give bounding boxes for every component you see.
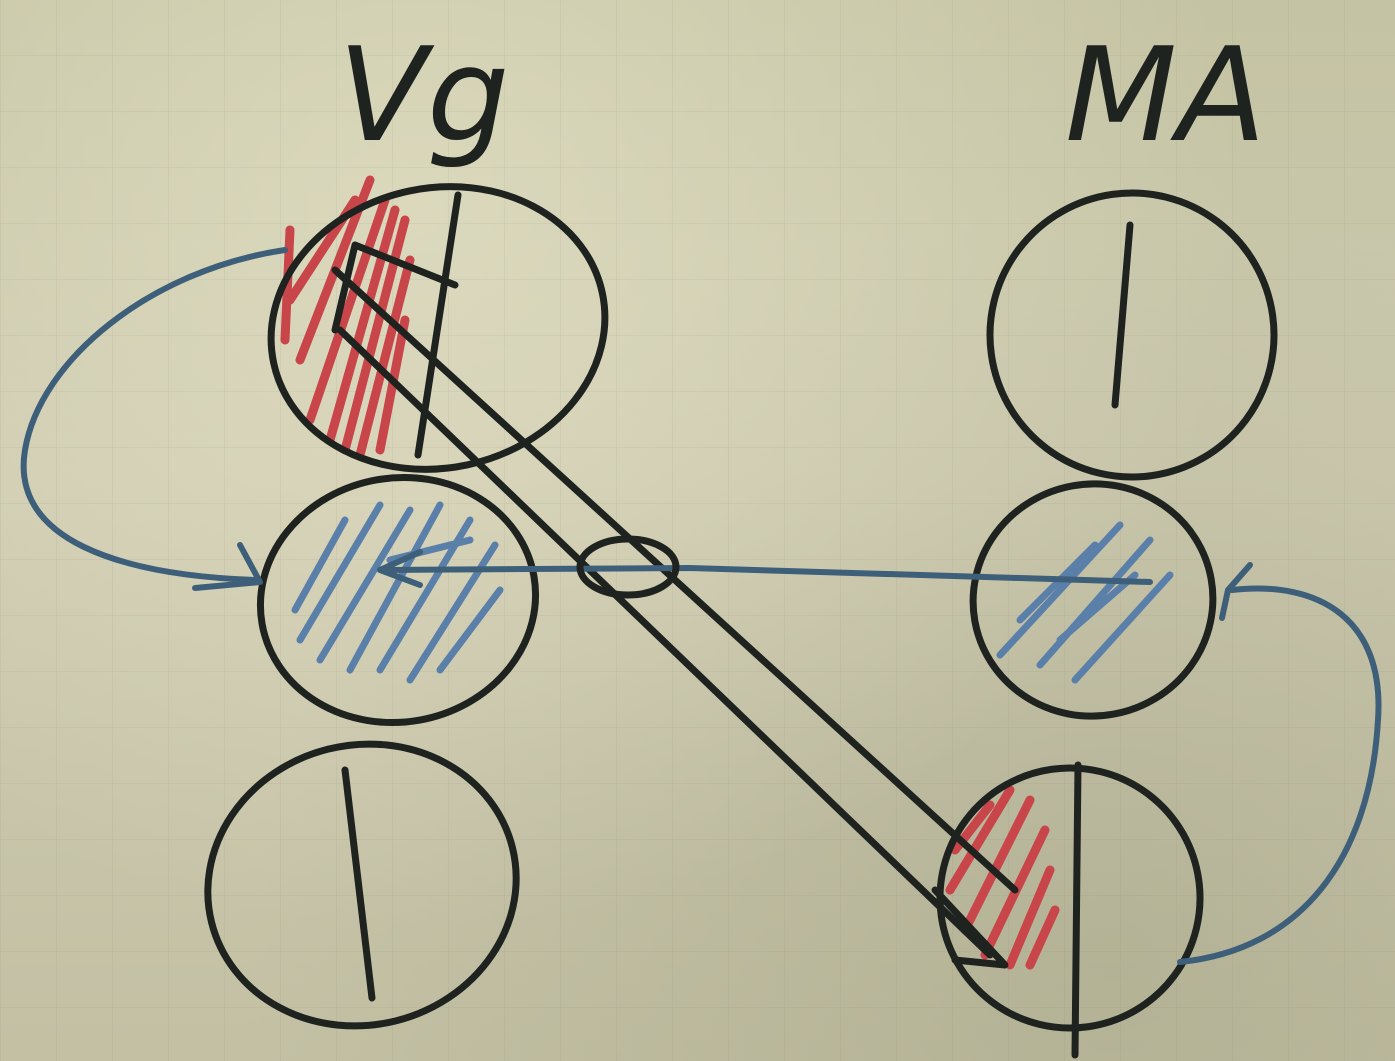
right-top-divider [1111, 221, 1134, 409]
right-middle-node [969, 480, 1217, 720]
arrowhead-bottom-right [931, 886, 1009, 969]
right-middle-blue-hatch [996, 521, 1174, 684]
arrowhead-top-left [331, 241, 459, 334]
right-curve-line [1177, 585, 1382, 965]
right-middle-circle [969, 480, 1217, 720]
left-middle-blue-hatch [291, 501, 504, 684]
right-curve-arrowhead [1219, 562, 1253, 621]
left-bottom-circle [204, 740, 520, 1030]
left-curved-arrow [20, 247, 288, 591]
label-vg: Vg [338, 19, 509, 171]
horizontal-arrow-line [377, 565, 1153, 585]
right-bottom-divider [1071, 761, 1082, 1059]
diagonal-line-lower [336, 326, 994, 959]
right-bottom-node [936, 761, 1204, 1059]
left-curve-arrowhead [192, 542, 263, 591]
horizontal-arrowhead [377, 549, 423, 588]
right-top-node [986, 189, 1278, 481]
horizontal-blue-arrow [377, 535, 1153, 599]
left-top-divider [414, 191, 462, 459]
left-bottom-divider [341, 766, 376, 1002]
left-curve-line [20, 247, 288, 583]
crossing-marker [576, 535, 680, 599]
left-bottom-node [204, 740, 520, 1030]
right-bottom-circle [936, 764, 1204, 1032]
right-curved-arrow [1177, 562, 1382, 965]
left-middle-node [256, 473, 540, 727]
label-ma: MA [1065, 19, 1266, 171]
left-top-circle [267, 183, 609, 473]
left-top-node [267, 175, 609, 473]
right-top-circle [986, 189, 1278, 481]
left-middle-circle [256, 473, 540, 727]
